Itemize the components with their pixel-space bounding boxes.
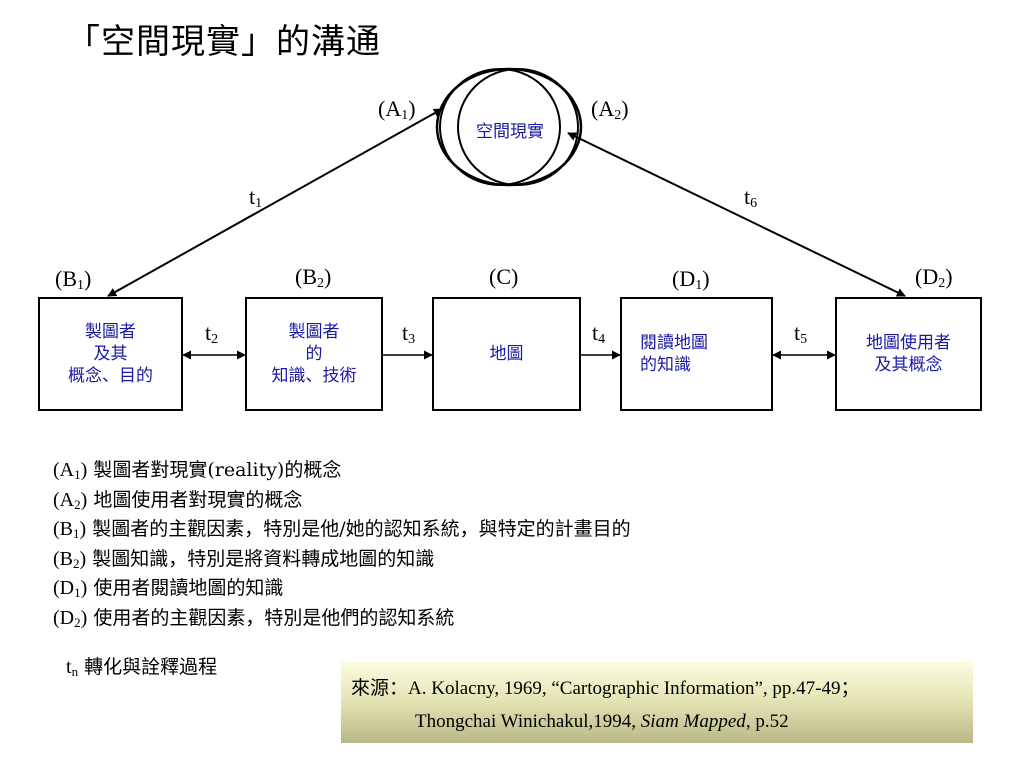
legend-item: (D2) 使用者的主觀因素，特別是他們的認知系統	[53, 606, 455, 630]
legend-item: (A1) 製圖者對現實(reality)的概念	[53, 459, 342, 482]
legend: (A1) 製圖者對現實(reality)的概念 (A2) 地圖使用者對現實的概念…	[53, 456, 631, 633]
arrow-d2-a2	[567, 132, 906, 297]
label-a1: (A1)	[378, 96, 416, 123]
legend-item: (A2) 地圖使用者對現實的概念	[53, 488, 303, 512]
arrow-b1-a1	[107, 108, 443, 297]
source-citation-box: 來源：A. Kolacny, 1969, “Cartographic Infor…	[341, 661, 973, 743]
source-line-2: Thongchai Winichakul,1994, Siam Mapped, …	[415, 711, 789, 732]
reality-label: 空間現實	[476, 122, 544, 142]
label-t2: t2	[205, 320, 219, 347]
box-cartographer-knowledge: 製圖者 的 知識、技術	[245, 297, 383, 411]
label-d1: (D1)	[672, 266, 710, 293]
reality-circle-right	[457, 68, 579, 186]
box-cartographer: 製圖者 及其 概念、目的	[38, 297, 183, 411]
label-t4: t4	[592, 320, 606, 347]
label-t3: t3	[402, 320, 416, 347]
label-b1: (B1)	[55, 266, 92, 293]
label-a2: (A2)	[591, 96, 629, 123]
transform-note: tn 轉化與詮釋過程	[66, 656, 218, 679]
legend-item: (B1) 製圖者的主觀因素，特別是他/她的認知系統，與特定的計畫目的	[53, 518, 631, 541]
box-map-user: 地圖使用者 及其概念	[835, 297, 982, 411]
page-title: 「空間現實」的溝通	[66, 22, 381, 62]
box-map: 地圖	[432, 297, 581, 411]
legend-item: (B2) 製圖知識，特別是將資料轉成地圖的知識	[53, 547, 435, 571]
label-d2: (D2)	[915, 264, 953, 291]
label-t5: t5	[794, 320, 808, 347]
label-b2: (B2)	[295, 264, 332, 291]
box-map-reading-knowledge: 閱讀地圖 的知識	[620, 297, 773, 411]
label-t1: t1	[249, 184, 263, 211]
source-line-1: 來源：A. Kolacny, 1969, “Cartographic Infor…	[351, 677, 860, 699]
label-c: (C)	[489, 264, 519, 289]
legend-item: (D1) 使用者閱讀地圖的知識	[53, 577, 284, 600]
label-t6: t6	[744, 184, 758, 211]
